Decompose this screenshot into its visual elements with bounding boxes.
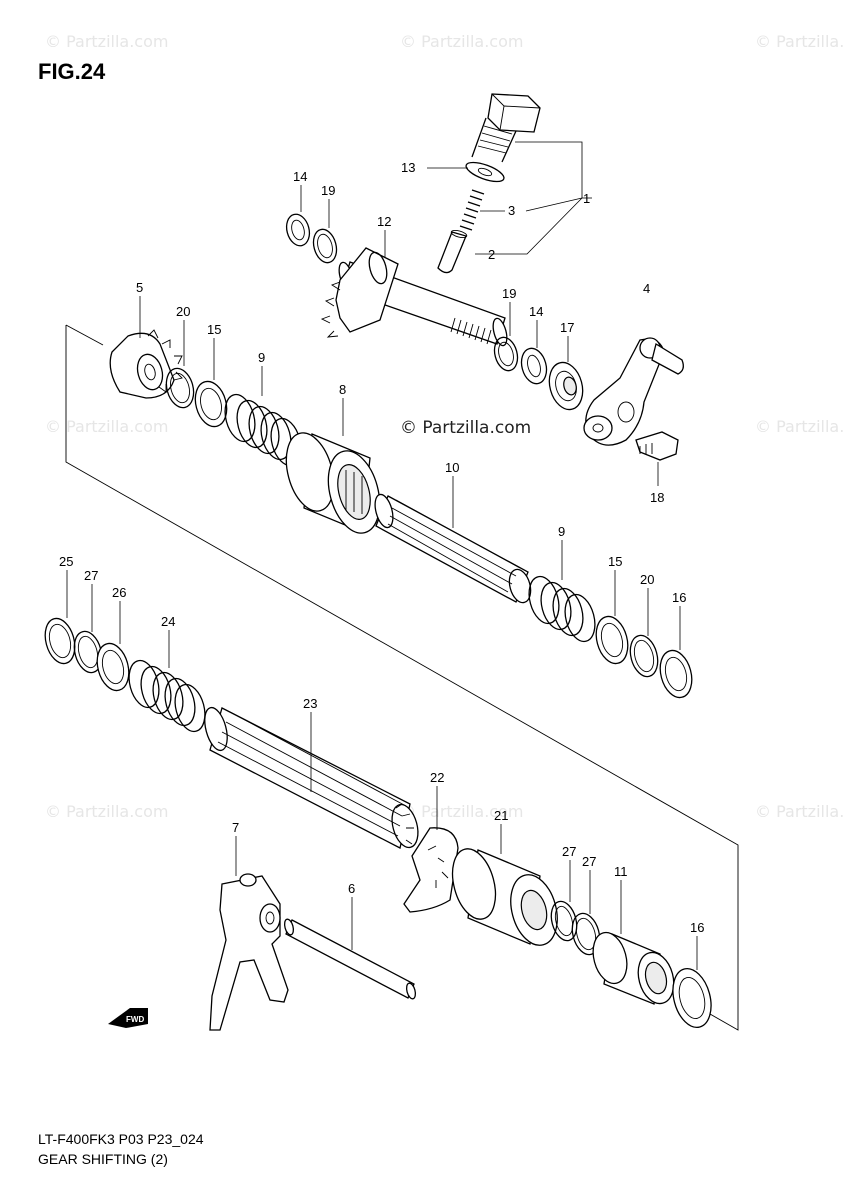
- circlip-19: [493, 336, 519, 372]
- watermark-center-text: © Partzilla.com: [400, 418, 531, 438]
- washer-16: [659, 649, 693, 699]
- bolt-shank: [471, 117, 517, 163]
- callout-20: 20: [640, 572, 654, 587]
- watermark-text: © Partzilla.com: [45, 32, 168, 51]
- callout-6: 6: [348, 881, 355, 896]
- bolt-18: [635, 431, 679, 461]
- bushing-11: [592, 931, 675, 1005]
- callout-12: 12: [377, 214, 391, 229]
- callout-25: 25: [59, 554, 73, 569]
- callout-27: 27: [562, 844, 576, 859]
- callout-16: 16: [672, 590, 686, 605]
- guide-rod-6: [283, 918, 417, 1000]
- watermarks: © Partzilla.com © Partzilla.com © Partzi…: [45, 32, 845, 821]
- part-gear-5: [109, 329, 183, 399]
- callout-27: 27: [582, 854, 596, 869]
- pin-2: [437, 231, 467, 274]
- callout-15: 15: [608, 554, 622, 569]
- callout-16: 16: [690, 920, 704, 935]
- shift-fork-7: [209, 873, 289, 1031]
- gear-8: [285, 432, 381, 534]
- washer-15: [194, 380, 228, 428]
- watermark-text: © Partzilla.com: [755, 32, 845, 51]
- watermark-text: © Partzilla.com: [755, 417, 845, 436]
- part-shift-arm-4: [583, 337, 684, 486]
- drum-21: [451, 848, 558, 946]
- circlip-27: [571, 912, 601, 956]
- gear-sector: [335, 247, 399, 333]
- watermark-text: © Partzilla.com: [400, 32, 523, 51]
- figure-name: GEAR SHIFTING (2): [38, 1151, 168, 1167]
- callout-15: 15: [207, 322, 221, 337]
- spring-24: [128, 659, 206, 733]
- cam-plate-22: [403, 827, 459, 913]
- watermark-text: © Partzilla.com: [45, 417, 168, 436]
- circlip-19: [312, 228, 338, 264]
- callout-22: 22: [430, 770, 444, 785]
- callout-18: 18: [650, 490, 664, 505]
- spring-3: [459, 189, 485, 231]
- front-direction-marker: FWD: [108, 1008, 148, 1028]
- watermark-text: © Partzilla.com: [45, 802, 168, 821]
- callout-19: 19: [321, 183, 335, 198]
- callout-8: 8: [339, 382, 346, 397]
- washer-13: [465, 161, 505, 183]
- watermark-text: © Partzilla.com: [400, 802, 523, 821]
- figure-title: FIG.24: [38, 59, 106, 84]
- callout-2: 2: [488, 247, 495, 262]
- part-shift-shaft-12: [285, 213, 584, 411]
- washer-26: [96, 642, 130, 692]
- callout-labels: 1 2 3 4 5 6 7 8 9 9 10 11 12 13 14 14 15…: [59, 160, 704, 935]
- callout-14: 14: [529, 304, 543, 319]
- callout-5: 5: [136, 280, 143, 295]
- callout-7: 7: [232, 820, 239, 835]
- washer-14: [520, 347, 548, 385]
- spring-9-right: [528, 575, 596, 643]
- washer-16: [672, 968, 712, 1028]
- assembly-outline-top: [65, 324, 104, 346]
- callout-19: 19: [502, 286, 516, 301]
- callout-1: 1: [583, 191, 590, 206]
- callout-17: 17: [560, 320, 574, 335]
- circlip-20: [629, 634, 659, 678]
- callout-14: 14: [293, 169, 307, 184]
- callout-26: 26: [112, 585, 126, 600]
- callout-24: 24: [161, 614, 175, 629]
- callout-13: 13: [401, 160, 415, 175]
- callout-9: 9: [558, 524, 565, 539]
- figure-code: LT-F400FK3 P03 P23_024: [38, 1131, 204, 1147]
- leader-lines: [66, 185, 698, 970]
- shaft-23: [204, 706, 419, 849]
- callout-23: 23: [303, 696, 317, 711]
- callout-27: 27: [84, 568, 98, 583]
- washer-14: [285, 213, 311, 247]
- callout-4: 4: [643, 281, 650, 296]
- bolt-head: [487, 93, 541, 133]
- callout-21: 21: [494, 808, 508, 823]
- shaft-10: [374, 493, 532, 604]
- washer-25: [44, 617, 76, 665]
- washer-15: [595, 615, 629, 665]
- watermark-text: © Partzilla.com: [755, 802, 845, 821]
- callout-9: 9: [258, 350, 265, 365]
- part-bolt-assembly: [427, 93, 592, 274]
- callout-11: 11: [614, 864, 628, 879]
- callout-10: 10: [445, 460, 459, 475]
- front-marker-text: FWD: [126, 1015, 144, 1024]
- circlip-20: [165, 367, 195, 409]
- callout-3: 3: [508, 203, 515, 218]
- assembly-outline: [65, 325, 739, 1031]
- callout-20: 20: [176, 304, 190, 319]
